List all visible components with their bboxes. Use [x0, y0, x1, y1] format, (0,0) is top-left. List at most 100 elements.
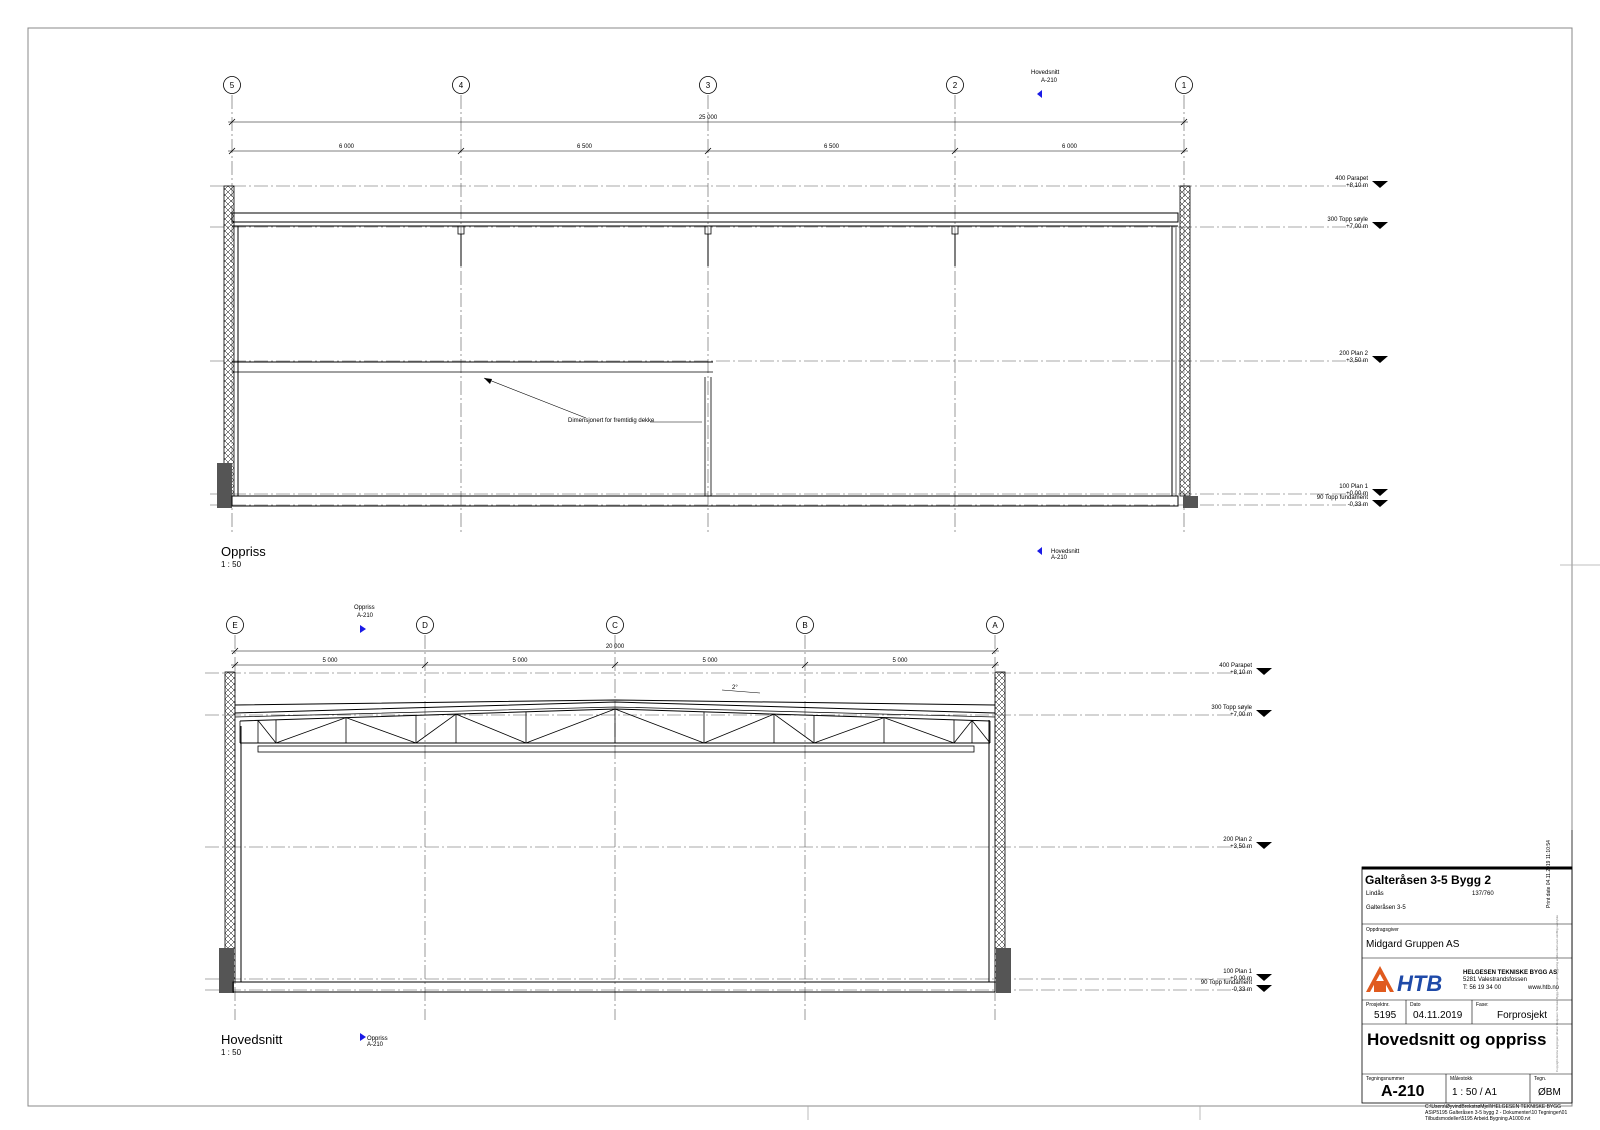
roof-line: [234, 701, 996, 714]
level-marker: [1256, 668, 1272, 675]
scale-label: Målestokk: [1450, 1076, 1473, 1082]
dimension-tick: [421, 661, 429, 669]
file-path: Tilbudsmodeller\5195 Arbeid.Bygning.A100…: [1425, 1116, 1531, 1122]
drawing-title: Hovedsnitt og oppriss: [1367, 1030, 1547, 1049]
level-value: +0,00 m: [1346, 491, 1368, 497]
grid-label: 1: [1182, 81, 1187, 90]
level-value: +8,10 m: [1346, 183, 1368, 189]
phase: Forprosjekt: [1497, 1010, 1548, 1021]
level-name: 200 Plan 2: [1223, 837, 1252, 843]
dimension-tick: [228, 147, 236, 155]
grid-bubble: [1175, 76, 1193, 94]
elevation-marker-label: Oppriss: [354, 605, 375, 611]
grid-label: 2: [953, 81, 958, 90]
annotation-text: Dimensjonert for fremtidig dekke: [568, 418, 655, 424]
elevation-marker-sheet: A-210: [367, 1042, 384, 1048]
logo-text: HTB: [1397, 971, 1442, 996]
truss-diagonal: [773, 713, 815, 744]
dimension-tick: [231, 647, 239, 655]
dimension-text: 6 000: [1062, 144, 1078, 150]
level-name: 100 Plan 1: [1223, 969, 1252, 975]
client-name: Midgard Gruppen AS: [1366, 939, 1460, 950]
floor-slab: [231, 495, 1179, 507]
grid-bubble: [452, 76, 470, 94]
dimension-tick: [991, 661, 999, 669]
dimension-tick: [231, 661, 239, 669]
elevation-marker-sheet: A-210: [357, 613, 374, 619]
dimension-tick: [457, 147, 465, 155]
grid-bubble: [416, 616, 434, 634]
grid-label: A: [992, 621, 998, 630]
dimension-tick: [801, 661, 809, 669]
view-scale: 1 : 50: [221, 560, 242, 569]
company-logo: HTB: [1366, 966, 1442, 996]
project-name: Galteråsen 3-5 Bygg 2: [1365, 873, 1492, 887]
dimension-tick: [611, 661, 619, 669]
section-marker-label: Hovedsnitt: [1031, 70, 1060, 76]
section-marker-sheet: A-210: [1051, 555, 1068, 561]
municipality: Lindås: [1366, 891, 1384, 897]
truss-diagonal: [813, 717, 885, 744]
company-name: HELGESEN TEKNISKE BYGG AS: [1463, 970, 1558, 976]
section-marker-arrow: [1037, 90, 1042, 98]
grid-label: C: [612, 621, 618, 630]
dimension-chain: 25 000 6 000 6 500 6 500 6 000: [228, 115, 1188, 155]
dimension-text: 6 000: [339, 144, 355, 150]
level-value: +8,10 m: [1230, 670, 1252, 676]
level-marker: [1372, 222, 1388, 229]
grid-label: B: [802, 621, 807, 630]
dimension-tick: [228, 118, 236, 126]
dimension-text: 20 000: [606, 644, 625, 650]
section-marker-bottom: Hovedsnitt A-210: [1037, 547, 1080, 561]
dimension-text: 6 500: [577, 144, 593, 150]
truss-diagonal: [257, 720, 277, 744]
date: 04.11.2019: [1413, 1010, 1463, 1021]
grid-label: D: [422, 621, 428, 630]
company-address: 5281 Valestrandsfossen: [1463, 977, 1527, 983]
right-wall: [994, 671, 1006, 983]
level-value: +7,00 m: [1230, 712, 1252, 718]
level-marker: [1372, 500, 1388, 507]
section-marker-top: Hovedsnitt A-210: [1031, 70, 1060, 98]
truss-diagonal: [883, 717, 955, 744]
level-name: 300 Topp søyle: [1211, 705, 1252, 711]
scale: 1 : 50 / A1: [1452, 1087, 1498, 1098]
drawn-label: Tegn.: [1534, 1076, 1547, 1082]
dimension-text: 25 000: [699, 115, 718, 121]
dimension-text: 6 500: [824, 144, 840, 150]
level-marker: [1372, 181, 1388, 188]
truss-diagonal: [455, 713, 527, 744]
client-label: Oppdragsgiver: [1366, 927, 1399, 933]
right-foundation: [1183, 496, 1198, 508]
elevation-marker-arrow: [360, 625, 366, 633]
truss-diagonal: [525, 708, 616, 744]
level-name: 90 Topp fundament: [1201, 980, 1253, 986]
level-value: +0,00 m: [1230, 976, 1252, 982]
sheet-border: [27, 27, 1573, 1107]
annotation-arrow: [484, 378, 492, 384]
level-value: +7,00 m: [1346, 224, 1368, 230]
left-foundation: [219, 948, 234, 993]
print-date: Print date 04.11.2019 11:10:54: [1546, 840, 1552, 908]
truss-diagonal: [415, 713, 457, 744]
level-name: 90 Topp fundament: [1317, 495, 1369, 501]
dimension-tick: [991, 647, 999, 655]
level-marker: [1256, 974, 1272, 981]
dimension-tick: [951, 147, 959, 155]
level-name: 200 Plan 2: [1339, 351, 1368, 357]
roof-edge: [231, 212, 1179, 223]
roof-line: [234, 706, 996, 718]
section-marker-label: Hovedsnitt: [1051, 549, 1080, 555]
dimension-tick: [1180, 118, 1188, 126]
grid-bubble: [226, 616, 244, 634]
column-head-3: [704, 225, 712, 266]
level-name: 300 Topp søyle: [1327, 217, 1368, 223]
grid-bubble: [606, 616, 624, 634]
level-marker: [1372, 356, 1388, 363]
